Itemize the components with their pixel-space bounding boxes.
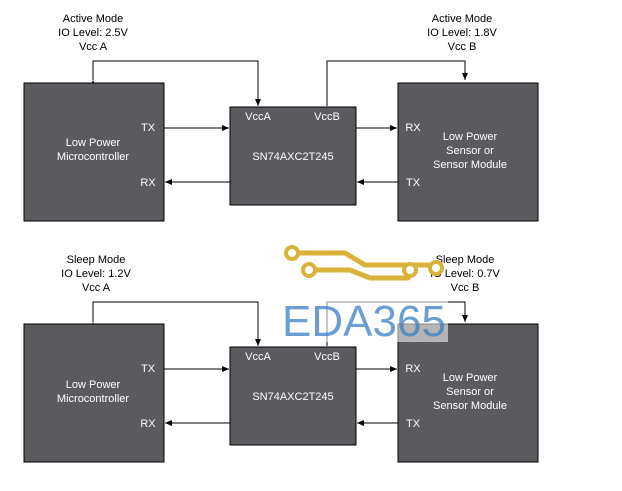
sensor-tx-pin: TX [406,177,421,189]
chip-part-number: SN74AXC2T245 [252,391,333,403]
sensor-name-line2: Sensor or [446,386,494,398]
right-mode-label: Sleep Mode [436,254,495,266]
pcb-trace-lower [306,267,411,281]
panel-sleep-mode: Sleep Mode IO Level: 1.2V Vcc A Sleep Mo… [23,254,539,463]
left-mode-label: Active Mode [63,13,124,25]
left-vcc-label: Vcc A [82,282,111,294]
right-vcc-label: Vcc B [448,41,477,53]
sensor-tx-pin: TX [406,418,421,430]
sensor-name-line2: Sensor or [446,145,494,157]
chip-part-number: SN74AXC2T245 [252,151,333,163]
microcontroller-block [23,82,165,222]
watermark-logo-text: EDA365 [282,297,446,346]
mcu-rx-pin: RX [140,177,156,189]
left-io-level-label: IO Level: 2.5V [58,27,128,39]
panel-active-mode: Active Mode IO Level: 2.5V Vcc A Active … [23,13,539,222]
chip-vccb-pin: VccB [314,351,340,363]
pcb-pad-icon [301,262,317,278]
vcca-supply-wire [90,301,261,346]
right-io-level-label: IO Level: 1.8V [427,27,497,39]
sensor-rx-pin: RX [405,363,421,375]
left-mode-label: Sleep Mode [67,254,126,266]
sensor-rx-pin: RX [405,122,421,134]
pcb-pad-icon [428,260,444,276]
sensor-name-line1: Low Power [443,131,498,143]
sensor-name-line1: Low Power [443,372,498,384]
pcb-trace-upper [289,250,439,268]
pcb-pad-icon [402,262,418,278]
left-vcc-label: Vcc A [79,41,108,53]
mcu-tx-pin: TX [141,122,156,134]
right-mode-label: Active Mode [432,13,493,25]
sensor-module-block [397,82,539,222]
mcu-name-line2: Microcontroller [57,151,129,163]
sensor-name-line3: Sensor Module [433,400,507,412]
sensor-name-line3: Sensor Module [433,159,507,171]
mcu-name-line2: Microcontroller [57,393,129,405]
microcontroller-block [23,323,165,463]
pcb-pad-icon [284,245,300,261]
left-io-level-label: IO Level: 1.2V [61,268,131,280]
vcca-supply-wire [90,60,261,106]
level-translator-chip [229,346,357,446]
chip-vcca-pin: VccA [245,351,271,363]
chip-vcca-pin: VccA [245,111,271,123]
watermark-backdrop [280,298,448,342]
sensor-module-block [397,323,539,463]
chip-vccb-pin: VccB [314,111,340,123]
mcu-name-line1: Low Power [66,137,121,149]
level-translator-chip [229,106,357,206]
mcu-tx-pin: TX [141,363,156,375]
mcu-name-line1: Low Power [66,379,121,391]
eda365-watermark: EDA365 [280,245,448,346]
right-io-level-label: IO Level: 0.7V [430,268,500,280]
vccb-supply-wire [324,60,468,113]
mcu-rx-pin: RX [140,418,156,430]
right-vcc-label: Vcc B [451,282,480,294]
